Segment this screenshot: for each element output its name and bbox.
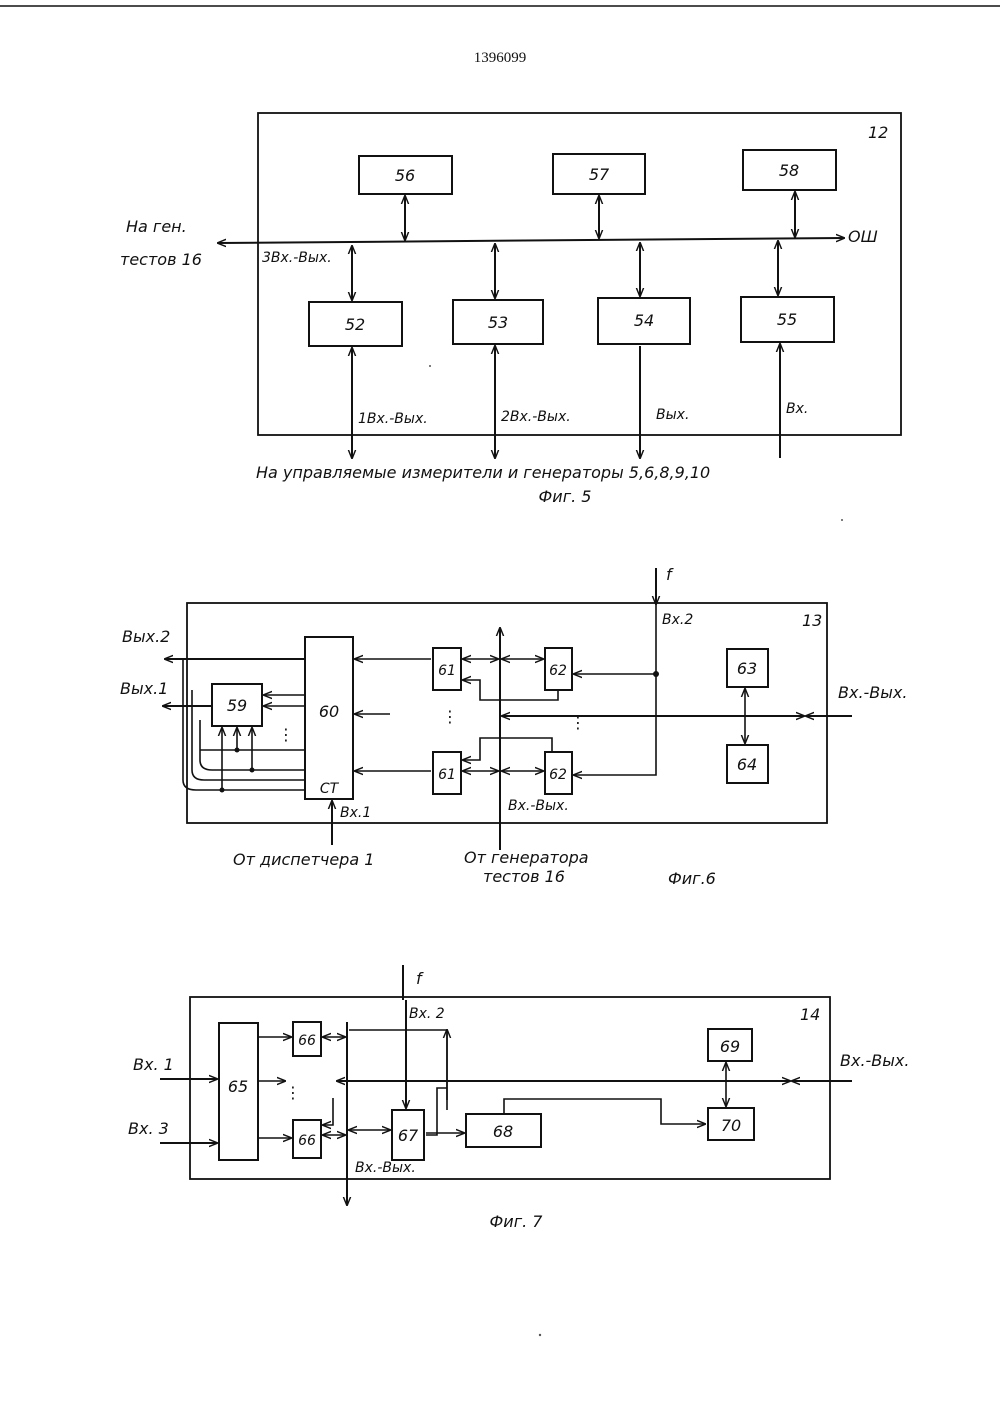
- fig6-label-vx1: Вх.1: [340, 805, 371, 821]
- scan-speck: [841, 519, 843, 521]
- fig7-label-vx2: Вх. 2: [409, 1006, 445, 1022]
- fig7-label-vx-vyx-bottom: Вх.-Вых.: [355, 1160, 416, 1176]
- fig7-67-to-bus: [426, 1088, 447, 1135]
- fig6-label-ct: СТ: [320, 781, 340, 797]
- fig6-node-2: [235, 748, 240, 753]
- fig6-block-61-top-label: 61: [438, 663, 456, 679]
- fig6-label-vyx1: Вых.1: [120, 679, 168, 698]
- fig6-f-to-62-top: [574, 604, 656, 674]
- fig6-block-62-top-label: 62: [549, 663, 567, 679]
- fig6-label-vyx2: Вых.2: [122, 627, 170, 646]
- fig5-block-52-label: 52: [345, 315, 365, 334]
- fig7-label-vx1: Вх. 1: [133, 1055, 174, 1074]
- fig6-block-59-label: 59: [227, 696, 247, 715]
- fig5-block-58-label: 58: [779, 161, 799, 180]
- fig6-label-from-gen-1: От генератора: [464, 848, 589, 867]
- fig6-label-vx2: Вх.2: [662, 612, 693, 628]
- fig5-label-testov: тестов 16: [120, 250, 202, 269]
- fig7-block-66-bottom-label: 66: [298, 1133, 316, 1149]
- fig7-top-feedback: [349, 1030, 447, 1110]
- fig5-block-55-label: 55: [777, 310, 797, 329]
- fig6-feedback-bottom: [463, 738, 552, 760]
- fig7-diagram: 14 f Вх. 2 65 Вх. 1 Вх. 3 66 66 ⋮ Вх.-Вы…: [128, 965, 909, 1231]
- scan-speck: [429, 365, 431, 367]
- fig7-unit-number: 14: [800, 1005, 820, 1024]
- fig7-label-f: f: [416, 969, 424, 988]
- fig6-node-1: [220, 788, 225, 793]
- fig7-block-69-label: 69: [720, 1037, 740, 1056]
- fig7-label-vx-vyx-right: Вх.-Вых.: [840, 1051, 909, 1070]
- scan-speck: [539, 1334, 541, 1336]
- fig5-label-in-out-3: 3Вх.-Вых.: [262, 250, 332, 266]
- fig6-unit-number: 13: [802, 611, 822, 630]
- fig7-block-68-label: 68: [493, 1122, 513, 1141]
- fig6-label-vx-vyx-bottom: Вх.-Вых.: [508, 798, 569, 814]
- fig6-node-3: [250, 768, 255, 773]
- fig6-label-from-gen-2: тестов 16: [483, 867, 565, 886]
- fig6-block-64-label: 64: [737, 755, 757, 774]
- fig5-label-out: Вых.: [656, 407, 689, 423]
- fig6-diagram: 13 f Вх.2 60 СТ 59 Вых.2 Вых.1 ⋮: [120, 565, 907, 888]
- fig6-dots-left: ⋮: [278, 725, 294, 744]
- fig6-block-63-label: 63: [737, 659, 757, 678]
- fig6-f-to-62-bottom: [574, 674, 656, 775]
- fig7-block-65-label: 65: [228, 1077, 248, 1096]
- fig5-caption: Фиг. 5: [539, 487, 592, 506]
- fig5-label-in: Вх.: [786, 401, 808, 417]
- fig5-block-56-label: 56: [395, 166, 415, 185]
- fig5-label-na-gen: На ген.: [126, 217, 187, 236]
- fig6-block-62-bottom-label: 62: [549, 767, 567, 783]
- fig7-caption: Фиг. 7: [490, 1212, 544, 1231]
- fig5-bottom-label: На управляемые измерители и генераторы 5…: [256, 463, 710, 482]
- fig6-label-vx-vyx-right: Вх.-Вых.: [838, 683, 907, 702]
- fig5-bus-osh: [218, 238, 844, 243]
- fig6-caption: Фиг.6: [668, 869, 716, 888]
- fig7-dots-66: ⋮: [285, 1083, 301, 1102]
- fig5-label-in-out-2: 2Вх.-Вых.: [501, 409, 571, 425]
- fig6-label-from-dispatcher: От диспетчера 1: [233, 850, 374, 869]
- fig6-block-60-label: 60: [319, 702, 339, 721]
- fig5-diagram: 12 ОШ На ген. тестов 16 3Вх.-Вых. 56 57 …: [120, 113, 901, 506]
- fig7-block-70-label: 70: [721, 1116, 741, 1135]
- fig7-label-vx3: Вх. 3: [128, 1119, 169, 1138]
- fig6-label-f: f: [666, 565, 674, 584]
- fig6-node-f: [653, 671, 659, 677]
- fig6-dots-61: ⋮: [442, 707, 458, 726]
- fig6-block-61-bottom-label: 61: [438, 767, 456, 783]
- document-number: 1396099: [474, 50, 527, 66]
- fig5-block-54-label: 54: [634, 311, 654, 330]
- fig5-label-osh: ОШ: [848, 227, 878, 246]
- fig7-block-66-top-label: 66: [298, 1033, 316, 1049]
- fig5-block-57-label: 57: [589, 165, 610, 184]
- fig7-block-67-label: 67: [398, 1126, 419, 1145]
- fig5-block-53-label: 53: [488, 313, 508, 332]
- fig7-66-bottom-in: [323, 1098, 333, 1125]
- fig5-unit-number: 12: [868, 123, 888, 142]
- fig5-label-in-out-1: 1Вх.-Вых.: [358, 411, 428, 427]
- fig6-feedback-top: [463, 680, 558, 700]
